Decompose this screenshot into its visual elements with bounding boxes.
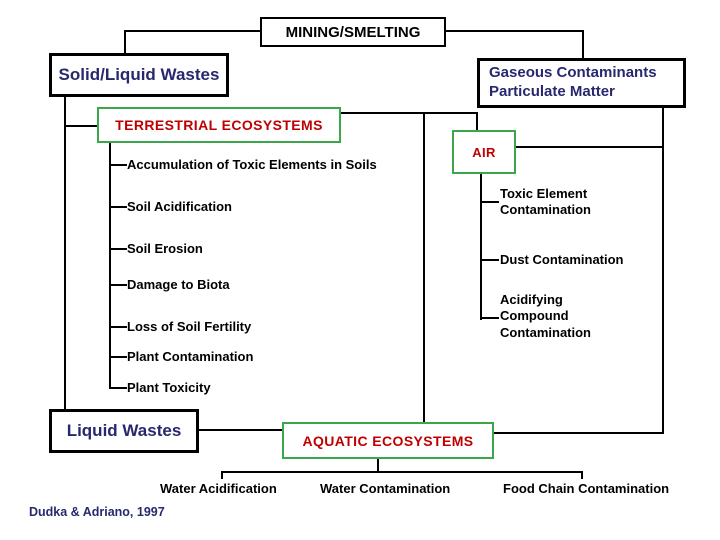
- terrestrial-impacts-spine-v: [109, 142, 111, 389]
- aquatic-bracket-h: [221, 471, 583, 473]
- aquatic-ecosystems-box: AQUATIC ECOSYSTEMS: [282, 422, 494, 459]
- air-box: AIR: [452, 130, 516, 174]
- connector-liquid-to-aquatic-h: [198, 429, 283, 431]
- connector-gaseous-to-aquatic-v: [662, 107, 664, 434]
- aquatic-impact-label: Water Acidification: [160, 481, 277, 496]
- connector-air-to-gaseous-h: [514, 146, 664, 148]
- terrestrial-impact-item: Plant Toxicity: [127, 380, 211, 395]
- aquatic-bracket-tick-left: [221, 471, 223, 479]
- air-impacts-spine-v: [480, 172, 482, 320]
- mining-smelting-label: MINING/SMELTING: [285, 23, 421, 41]
- terrestrial-impact-item: Damage to Biota: [127, 277, 230, 292]
- connector-terrestrial-to-aquatic-v: [423, 112, 425, 423]
- terrestrial-impact-tick: [109, 284, 127, 286]
- connector-solid-to-terrestrial-h: [64, 125, 98, 127]
- air-impact-item: Dust Contamination: [500, 252, 624, 267]
- terrestrial-impact-tick: [109, 248, 127, 250]
- air-impact-item: Toxic Element Contamination: [500, 186, 591, 218]
- terrestrial-impact-tick: [109, 326, 127, 328]
- solid-liquid-wastes-label: Solid/Liquid Wastes: [58, 65, 220, 84]
- liquid-wastes-box: Liquid Wastes: [49, 409, 199, 453]
- connector-mining-to-gaseous-h: [444, 30, 584, 32]
- connector-terrestrial-to-air-v: [476, 112, 478, 131]
- terrestrial-impact-item: Soil Erosion: [127, 241, 203, 256]
- terrestrial-ecosystems-box: TERRESTRIAL ECOSYSTEMS: [97, 107, 341, 143]
- air-label: AIR: [472, 144, 496, 160]
- terrestrial-impact-item: Plant Contamination: [127, 349, 254, 364]
- terrestrial-impact-item: Loss of Soil Fertility: [127, 319, 252, 334]
- gaseous-contaminants-line2: Particulate Matter: [489, 83, 615, 100]
- air-impact-item: Acidifying Compound Contamination: [500, 292, 591, 340]
- connector-mining-to-solid-v: [124, 30, 126, 55]
- mining-smelting-box: MINING/SMELTING: [260, 17, 446, 47]
- citation-text: Dudka & Adriano, 1997: [29, 505, 165, 519]
- terrestrial-impact-item: Accumulation of Toxic Elements in Soils: [127, 157, 377, 172]
- air-impact-tick: [480, 317, 499, 319]
- liquid-wastes-label: Liquid Wastes: [66, 421, 182, 440]
- connector-mining-to-solid-h: [124, 30, 261, 32]
- air-impact-tick: [480, 259, 499, 261]
- connector-solid-to-liquid-v: [64, 95, 66, 411]
- connector-mining-to-gaseous-v: [582, 30, 584, 60]
- aquatic-impact-label: Food Chain Contamination: [503, 481, 670, 496]
- aquatic-ecosystems-label: AQUATIC ECOSYSTEMS: [302, 432, 474, 449]
- gaseous-contaminants-line1: Gaseous Contaminants: [489, 64, 657, 82]
- gaseous-contaminants-box: Gaseous Contaminants Particulate Matter: [477, 58, 686, 108]
- terrestrial-ecosystems-label: TERRESTRIAL ECOSYSTEMS: [115, 117, 323, 133]
- connector-gaseous-to-aquatic-h: [493, 432, 664, 434]
- air-impact-tick: [480, 201, 499, 203]
- aquatic-impact-label: Water Contamination: [320, 481, 451, 496]
- terrestrial-impact-tick: [109, 206, 127, 208]
- terrestrial-impact-tick: [109, 164, 127, 166]
- aquatic-bracket-tick-right: [581, 471, 583, 479]
- terrestrial-impact-item: Soil Acidification: [127, 199, 232, 214]
- solid-liquid-wastes-box: Solid/Liquid Wastes: [49, 53, 229, 97]
- terrestrial-impact-tick: [109, 356, 127, 358]
- aquatic-bracket-stub-v: [377, 458, 379, 473]
- connector-terrestrial-to-air-h: [340, 112, 478, 114]
- terrestrial-impact-tick: [109, 387, 127, 389]
